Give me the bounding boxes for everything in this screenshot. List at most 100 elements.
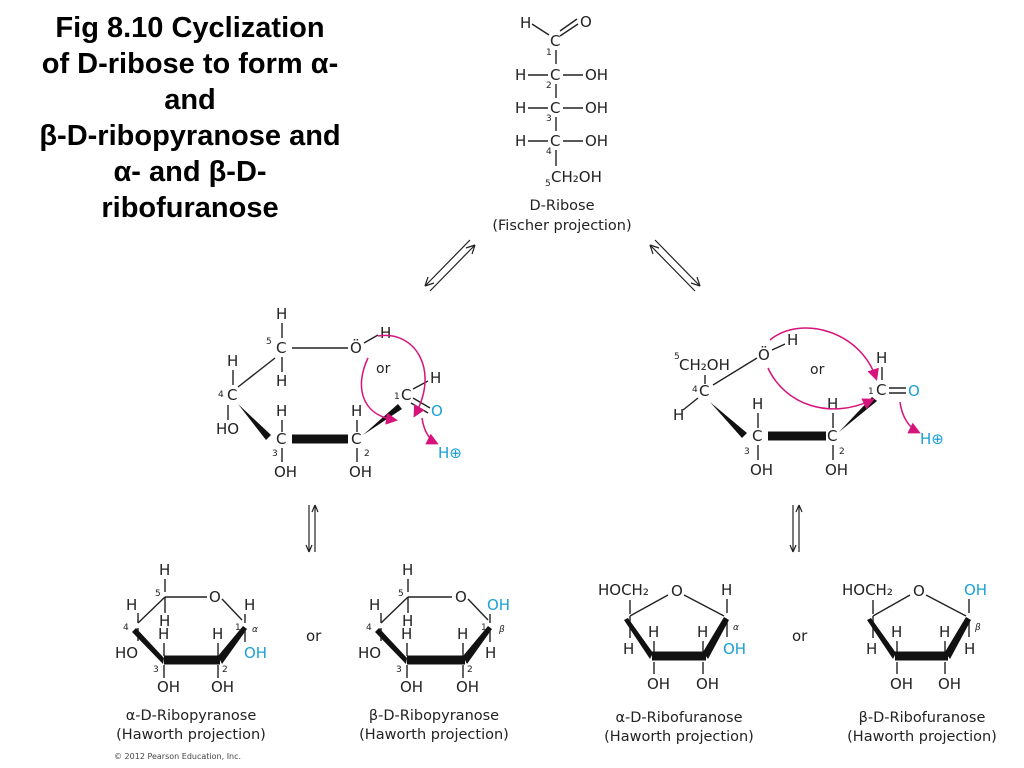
fischer-oh3: OH [585,99,608,117]
fischer-caption-sub: (Fischer projection) [492,218,631,234]
fischer-h1: H [520,14,531,32]
atom-label: H [126,596,137,614]
anomer-label: β [974,623,981,633]
atom-label: H [276,372,287,390]
atom-label: C [699,382,709,400]
h-plus: H⊕ [920,430,944,448]
atom-label-blue: OH [723,640,746,658]
atom-label: OH [349,463,372,481]
atom-label: H [351,402,362,420]
product-caption-sub: (Haworth projection) [116,727,266,743]
title-line: α- and β-D- [113,156,267,188]
product-caption: β-D-Ribofuranose [859,710,986,726]
fischer-c3: C [550,99,560,117]
or-label: or [306,627,322,645]
product-caption-sub: (Haworth projection) [847,729,997,745]
product-caption: α-D-Ribofuranose [615,710,742,726]
atom-label-blue: OH [487,596,510,614]
atom-label: OH [647,675,670,693]
anomer-label: α [733,623,739,633]
beta-ribopyranose: H 5 O H H 4 HO H 3 OH H 2 OH [358,561,510,743]
carbon-number: 3 [272,449,278,459]
title-line: ribofuranose [101,192,279,224]
product-caption: β-D-Ribopyranose [369,708,499,724]
atom-label: H [752,395,763,413]
carbon-number: 4 [123,623,129,633]
atom-label: H [430,369,441,387]
title-line: Fig 8.10 Cyclization [55,12,325,44]
carbon-number: 4 [546,147,552,157]
atom-label: H [721,581,732,599]
fischer-h2: H [515,66,526,84]
product-caption-sub: (Haworth projection) [359,727,509,743]
alpha-ribofuranose: HOCH₂ O H α OH H H OH H OH α-D-Ribofuran… [598,581,754,745]
atom-label: HO [216,420,239,438]
fischer-c4: C [550,132,560,150]
carbon-number: 5 [545,179,551,189]
atom-label: OH [890,675,913,693]
curved-arrow [899,401,921,434]
atom-label: Ö [758,345,770,364]
atom-label: H [402,612,413,630]
atom-label: OH [696,675,719,693]
carbon-number: 2 [222,665,228,675]
fischer-h4: H [515,132,526,150]
atom-label: H [158,625,169,643]
atom-label: H [159,561,170,579]
curved-arrow [767,367,875,410]
atom-label: C [276,430,286,448]
atom-label: OH [938,675,961,693]
atom-label: C [827,427,837,445]
atom-label: OH [211,678,234,696]
carbon-number: 2 [364,449,370,459]
slide-title: Fig 8.10 Cyclization of D-ribose to form… [6,10,374,226]
atom-label: H [276,402,287,420]
atom-label: C [351,430,361,448]
atom-label: O [209,588,221,606]
or-label: or [792,627,808,645]
fischer-oh4: OH [585,132,608,150]
atom-label: H [964,640,975,658]
title-line: of D-ribose to form α- [41,48,339,80]
atom-label: OH [400,678,423,696]
atom-label: HO [115,644,138,662]
atom-label: H [244,596,255,614]
atom-label: C [401,386,411,404]
equilibrium-arrow-down-right [789,504,803,553]
atom-label: H [939,623,950,641]
atom-label: H [876,349,887,367]
atom-label-blue: O [908,382,920,400]
copyright: © 2012 Pearson Education, Inc. [114,752,241,761]
carbon-number: 3 [744,447,750,457]
curved-arrow [769,327,879,381]
carbon-number: 2 [467,665,473,675]
fischer-oh2: OH [585,66,608,84]
fischer-c1: C [550,32,560,50]
carbon-number: 5 [266,337,272,347]
carbon-number: 5 [398,589,404,599]
atom-label-blue: O [431,402,443,420]
curved-arrow [377,334,426,418]
fischer-h3: H [515,99,526,117]
atom-label: OH [825,461,848,479]
atom-label: C [752,427,762,445]
atom-label: H [891,623,902,641]
carbon-number: 1 [546,48,552,58]
curved-arrow [360,357,398,425]
atom-label: H [787,331,798,349]
equilibrium-arrow-right [649,239,701,292]
atom-label: H [227,352,238,370]
atom-label: H [402,561,413,579]
atom-label: C [276,339,286,357]
atom-label: O [671,582,683,600]
atom-label: O [455,588,467,606]
carbon-number: 4 [366,623,372,633]
carbon-number: 2 [839,447,845,457]
or-label: or [810,362,825,378]
carbon-number: 3 [546,114,552,124]
atom-label: HOCH₂ [842,581,893,599]
atom-label: H [159,612,170,630]
right-open-chain: 5 CH₂OH 4 C H Ö H H C 3 OH H C 2 OH [673,327,944,479]
